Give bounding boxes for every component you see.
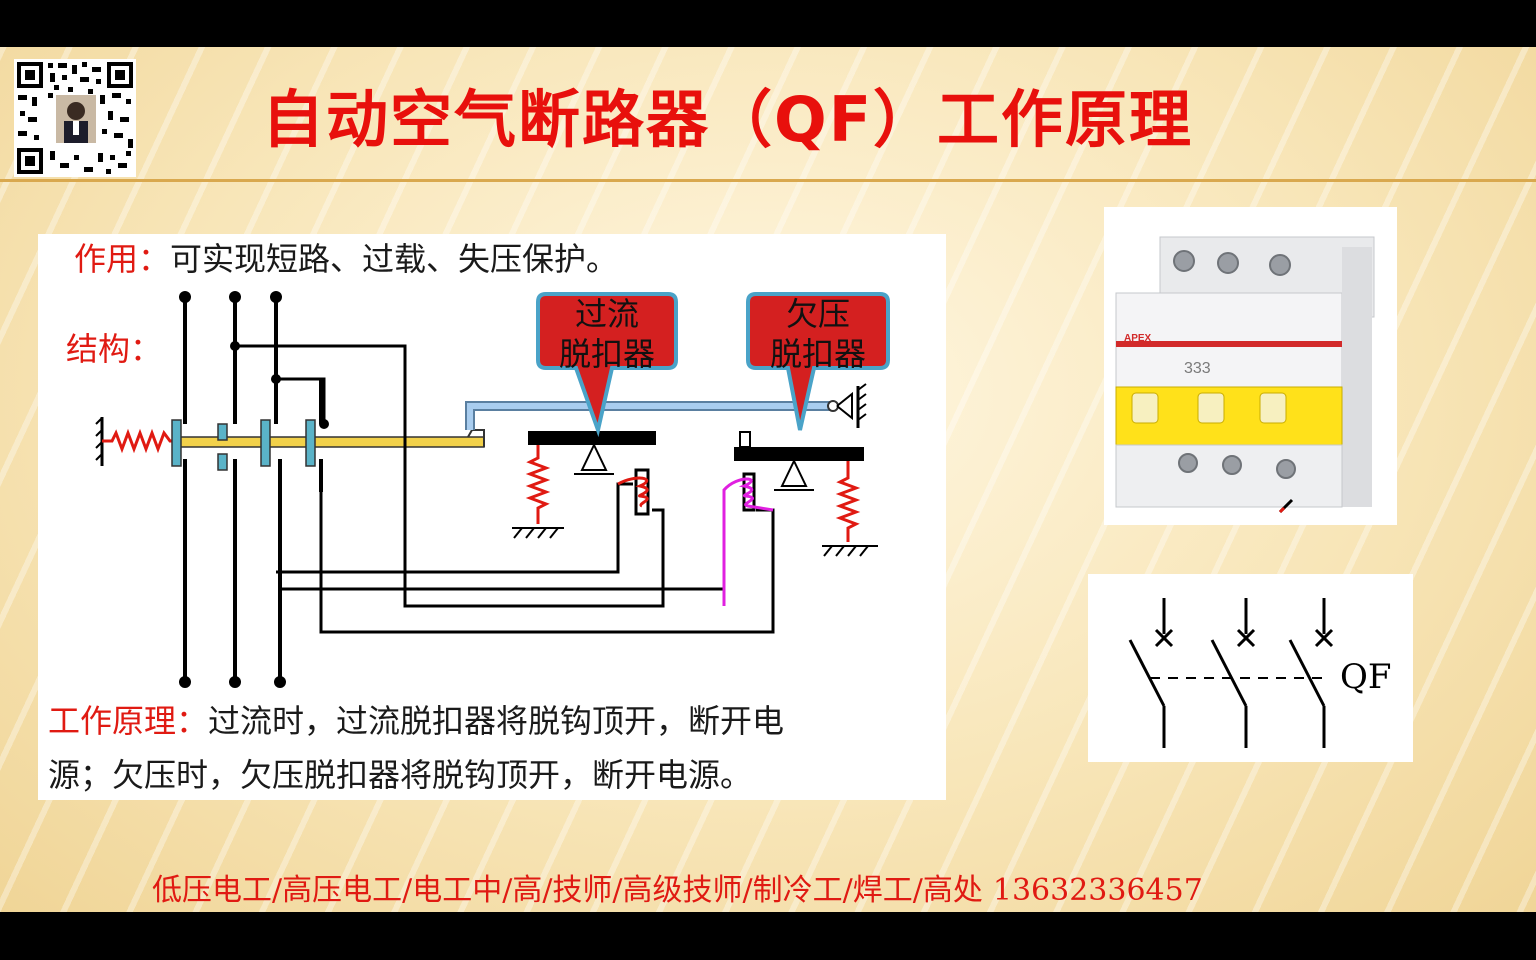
function-row: 作用：可实现短路、过载、失压保护。 (74, 234, 618, 280)
qf-symbol-drawing: QF (1128, 598, 1391, 748)
footer-courses: 低压电工/高压电工/电工中/高/技师/高级技师/制冷工/焊工/高处 (152, 873, 983, 908)
undervoltage-line1: 欠压 (785, 295, 850, 333)
function-label: 作用： (74, 240, 171, 278)
trip-lever (465, 401, 830, 430)
undervoltage-armature (734, 447, 864, 461)
overcurrent-armature (528, 431, 656, 445)
qf-schematic-symbol: QF (1088, 574, 1413, 762)
principle-line1: 过流时，过流脱扣器将脱钩顶开，断开电 (208, 702, 785, 740)
breaker-photo: APEX 333 (1104, 207, 1397, 525)
undervoltage-line2: 脱扣器 (769, 335, 866, 373)
footer-banner: 低压电工/高压电工/电工中/高/技师/高级技师/制冷工/焊工/高处 1363233… (152, 865, 1203, 909)
latch-hook (467, 429, 485, 447)
overcurrent-callout-text: 过流 脱扣器 (538, 294, 676, 374)
slide: 自动空气断路器（QF）工作原理 作用：可实现短路、过载、失压保护。 结构： (0, 47, 1536, 912)
title-divider (0, 179, 1536, 182)
wall-anchor-left (95, 417, 104, 466)
qr-code (14, 59, 136, 177)
principle-label: 工作原理： (48, 702, 209, 740)
undervoltage-callout-text: 欠压 脱扣器 (748, 294, 888, 374)
pen-cursor-icon (1278, 498, 1294, 514)
principle-row-1: 工作原理：过流时，过流脱扣器将脱钩顶开，断开电 (48, 696, 784, 742)
footer-phone: 13632336457 (992, 873, 1203, 908)
breaker-illustration: APEX 333 (1104, 207, 1397, 525)
model-text: 333 (1184, 360, 1211, 377)
undervoltage-callout (746, 292, 890, 431)
main-spring (102, 428, 174, 454)
overcurrent-line2: 脱扣器 (558, 335, 655, 373)
brand-text: APEX (1124, 333, 1152, 344)
qf-label: QF (1340, 657, 1391, 697)
breaker-mechanism-diagram (95, 291, 890, 688)
overcurrent-line1: 过流 (574, 295, 639, 333)
overcurrent-callout (536, 292, 678, 438)
circuit-diagram-panel: 作用：可实现短路、过载、失压保护。 结构： (38, 234, 946, 800)
video-letterbox-bottom (0, 912, 1536, 960)
structure-label: 结构： (66, 330, 163, 368)
page-title: 自动空气断路器（QF）工作原理 (262, 83, 1194, 156)
principle-line2: 源；欠压时，欠压脱扣器将脱钩顶开，断开电源。 (48, 756, 753, 794)
function-text: 可实现短路、过载、失压保护。 (170, 240, 619, 278)
video-letterbox-top (0, 0, 1536, 47)
